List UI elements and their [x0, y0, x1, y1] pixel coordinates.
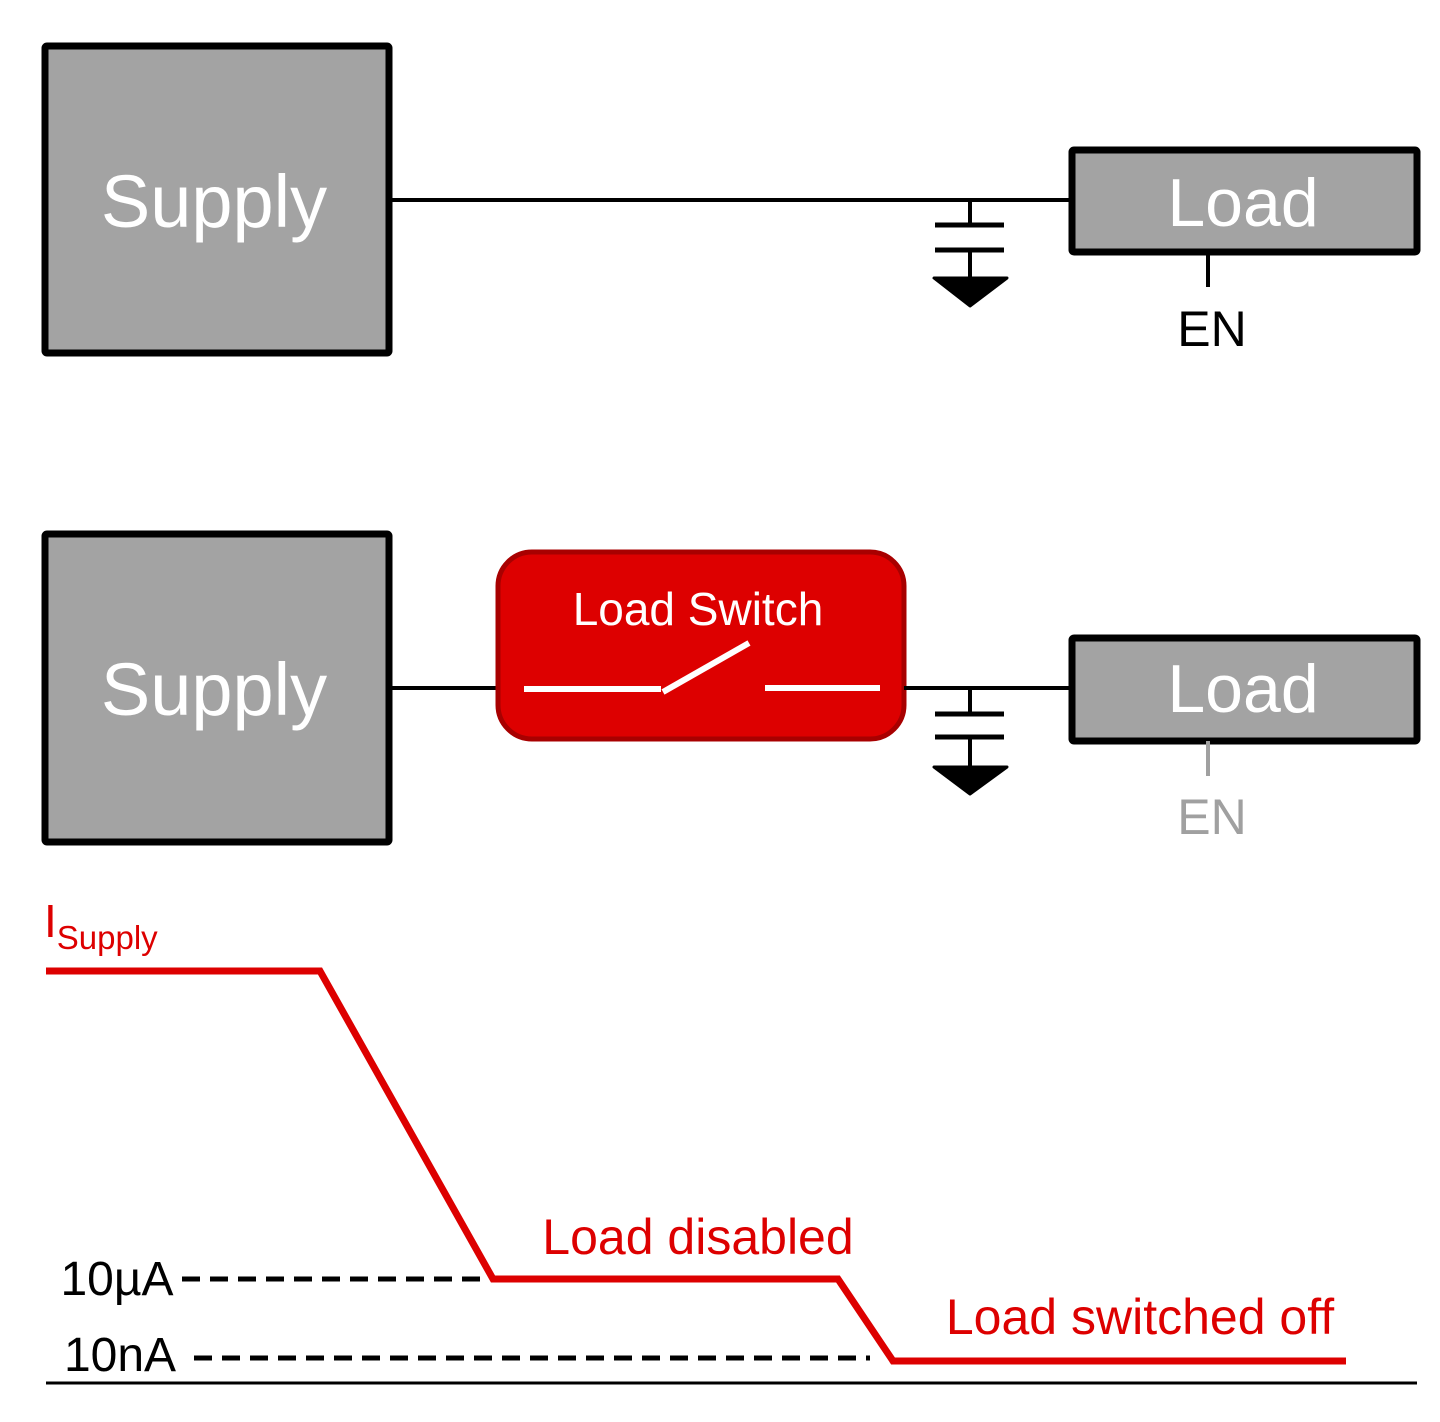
open-switch-icon — [524, 640, 880, 695]
level-label-10ua: 10µA — [60, 1253, 173, 1306]
annotation-load-switched-off: Load switched off — [946, 1289, 1334, 1345]
enable-label-bottom: EN — [1177, 789, 1246, 845]
supply-label-top: Supply — [101, 160, 327, 243]
load-label-bottom: Load — [1167, 651, 1318, 727]
load-switch-label: Load Switch — [573, 583, 824, 635]
top-circuit: Supply Load EN — [41, 42, 1421, 357]
load-block-top — [1068, 146, 1421, 256]
supply-current-plot: ISupply 10µA 10nA Load disabled Load swi… — [44, 895, 1417, 1385]
level-label-10na: 10nA — [64, 1329, 176, 1382]
current-symbol: I — [44, 895, 57, 947]
ground-capacitor-icon-top — [932, 200, 1009, 308]
current-axis-label: ISupply — [44, 895, 158, 956]
bottom-circuit: Supply Load Switch Load EN — [41, 530, 1421, 846]
supply-current-trace — [46, 967, 1346, 1365]
ground-capacitor-icon-bottom — [932, 688, 1009, 796]
supply-label-bottom: Supply — [101, 648, 327, 731]
load-label-top: Load — [1167, 165, 1318, 241]
current-subscript: Supply — [57, 919, 158, 956]
enable-label-top: EN — [1177, 301, 1246, 357]
annotation-load-disabled: Load disabled — [542, 1209, 853, 1265]
load-switch-block — [495, 549, 907, 742]
load-block-bottom — [1068, 634, 1421, 745]
